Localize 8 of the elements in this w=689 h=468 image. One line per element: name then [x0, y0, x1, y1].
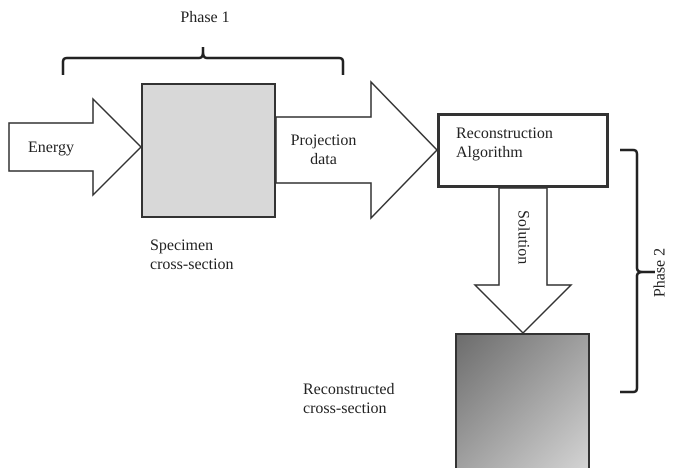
process-box — [437, 113, 609, 188]
box-label: Reconstruction Algorithm — [456, 124, 554, 162]
node-label: Reconstructed cross-section — [303, 380, 396, 418]
phase-label: Phase 1 — [179, 8, 231, 27]
node-label: Specimen cross-section — [150, 236, 235, 274]
phase-label: Phase 2 — [650, 246, 670, 299]
cross-section-square — [141, 83, 276, 218]
cross-section-square — [455, 333, 590, 468]
